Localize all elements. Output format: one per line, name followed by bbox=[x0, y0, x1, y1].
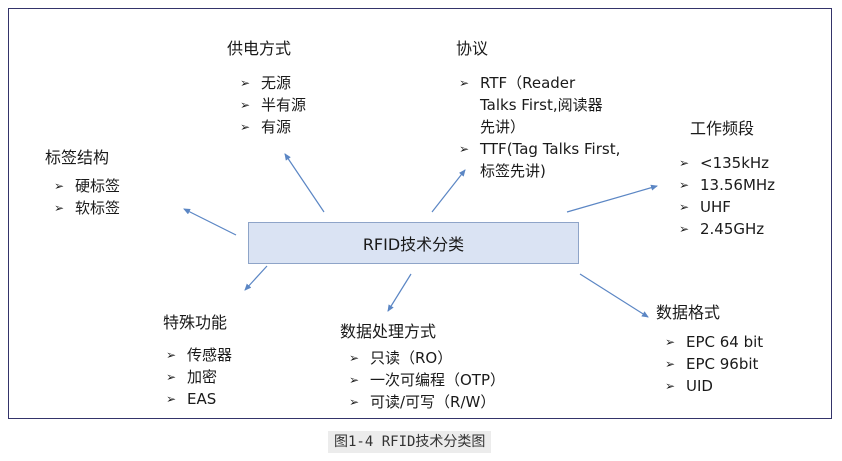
arrow-bullet-icon: ➢ bbox=[678, 178, 690, 192]
arrow-bullet-icon: ➢ bbox=[165, 392, 177, 406]
list-item: ➢有源 bbox=[237, 116, 306, 138]
list-item: ➢EPC 64 bit bbox=[662, 331, 763, 353]
list-item: ➢13.56MHz bbox=[676, 174, 775, 196]
arrow-bullet-icon: ➢ bbox=[239, 76, 251, 90]
arrow-to-power bbox=[284, 153, 325, 213]
list-item: ➢TTF(Tag Talks First, 标签先讲) bbox=[456, 138, 620, 182]
rfid-classification-box: RFID技术分类 bbox=[248, 222, 579, 264]
arrow-bullet-icon: ➢ bbox=[678, 222, 690, 236]
arrow-bullet-icon: ➢ bbox=[664, 335, 676, 349]
list-item: ➢加密 bbox=[163, 366, 232, 388]
list-item: ➢UHF bbox=[676, 196, 775, 218]
group-title-tag-structure: 标签结构 bbox=[45, 148, 110, 167]
group-protocol: 协议 ➢RTF（Reader Talks First,阅读器 先讲） ➢TTF(… bbox=[456, 38, 620, 182]
arrow-to-data-processing bbox=[387, 273, 412, 312]
group-data-format: 数据格式 ➢EPC 64 bit ➢EPC 96bit ➢UID bbox=[656, 302, 763, 397]
list-item: ➢<135kHz bbox=[676, 152, 775, 174]
list-item: ➢传感器 bbox=[163, 344, 232, 366]
arrow-bullet-icon: ➢ bbox=[165, 370, 177, 384]
list-item: ➢一次可编程（OTP） bbox=[346, 369, 505, 391]
group-title-protocol: 协议 bbox=[456, 39, 489, 58]
list-item: ➢2.45GHz bbox=[676, 218, 775, 240]
list-item: ➢可读/可写（R/W） bbox=[346, 391, 505, 413]
arrow-bullet-icon: ➢ bbox=[678, 156, 690, 170]
group-title-frequency: 工作频段 bbox=[690, 119, 755, 138]
arrow-bullet-icon: ➢ bbox=[678, 200, 690, 214]
group-title-special-function: 特殊功能 bbox=[163, 313, 228, 332]
arrow-bullet-icon: ➢ bbox=[348, 373, 360, 387]
arrow-bullet-icon: ➢ bbox=[53, 179, 65, 193]
group-tag-structure: 标签结构 ➢硬标签 ➢软标签 bbox=[45, 147, 120, 219]
list-item: ➢硬标签 bbox=[51, 175, 120, 197]
arrow-to-special-function bbox=[244, 265, 268, 291]
arrow-bullet-icon: ➢ bbox=[348, 351, 360, 365]
arrow-to-protocol bbox=[431, 169, 466, 213]
list-item: ➢半有源 bbox=[237, 94, 306, 116]
group-title-data-format: 数据格式 bbox=[656, 303, 721, 322]
group-data-processing: 数据处理方式 ➢只读（RO） ➢一次可编程（OTP） ➢可读/可写（R/W） bbox=[340, 321, 505, 413]
group-frequency: 工作频段 ➢<135kHz ➢13.56MHz ➢UHF ➢2.45GHz bbox=[679, 118, 775, 240]
group-title-data-processing: 数据处理方式 bbox=[340, 322, 437, 341]
arrow-bullet-icon: ➢ bbox=[664, 357, 676, 371]
list-item: ➢无源 bbox=[237, 72, 306, 94]
list-item: ➢UID bbox=[662, 375, 763, 397]
arrow-bullet-icon: ➢ bbox=[664, 379, 676, 393]
diagram-frame bbox=[8, 8, 832, 419]
arrow-to-frequency bbox=[566, 184, 658, 213]
group-power: 供电方式 ➢无源 ➢半有源 ➢有源 bbox=[227, 38, 306, 138]
list-item: ➢EAS bbox=[163, 388, 232, 410]
arrow-bullet-icon: ➢ bbox=[53, 201, 65, 215]
arrow-bullet-icon: ➢ bbox=[458, 142, 470, 156]
group-special-function: 特殊功能 ➢传感器 ➢加密 ➢EAS bbox=[163, 312, 232, 410]
arrow-to-tag-structure bbox=[183, 208, 237, 236]
arrow-bullet-icon: ➢ bbox=[165, 348, 177, 362]
list-item: ➢软标签 bbox=[51, 197, 120, 219]
arrow-bullet-icon: ➢ bbox=[348, 395, 360, 409]
arrow-bullet-icon: ➢ bbox=[239, 98, 251, 112]
figure-caption: 图1-4 RFID技术分类图 bbox=[328, 431, 492, 453]
group-title-power: 供电方式 bbox=[227, 39, 292, 58]
center-label: RFID技术分类 bbox=[362, 235, 465, 254]
arrow-to-data-format bbox=[579, 273, 649, 318]
list-item: ➢只读（RO） bbox=[346, 347, 505, 369]
arrow-bullet-icon: ➢ bbox=[458, 76, 470, 90]
list-item: ➢EPC 96bit bbox=[662, 353, 763, 375]
list-item: ➢RTF（Reader Talks First,阅读器 先讲） bbox=[456, 72, 620, 138]
arrow-bullet-icon: ➢ bbox=[239, 120, 251, 134]
